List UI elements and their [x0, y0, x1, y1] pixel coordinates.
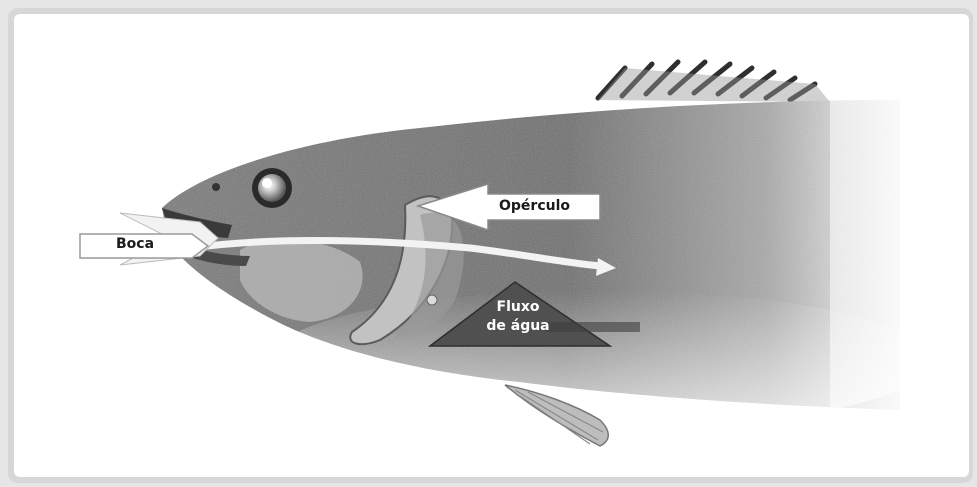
- water-flow-label-line1: Fluxo: [478, 299, 558, 315]
- fish-body: [150, 60, 930, 440]
- operculum-label: Opérculo: [499, 198, 570, 214]
- water-flow-label-line2: de água: [478, 318, 558, 334]
- mouth-label: Boca: [116, 236, 154, 252]
- pelvic-fin: [505, 385, 608, 446]
